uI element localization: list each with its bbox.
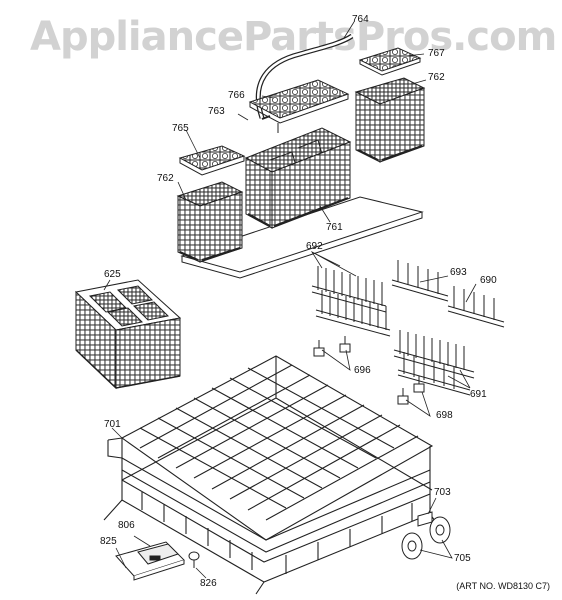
callout-701: 701 (104, 419, 121, 430)
callout-761: 761 (326, 222, 343, 233)
silverware-basket-625 (74, 279, 182, 390)
fastener-826 (188, 551, 200, 568)
callout-696: 696 (354, 365, 371, 376)
nameplate-806-825 (115, 541, 185, 581)
basket-cover-765 (178, 145, 246, 176)
clip-703 (417, 511, 433, 527)
callout-825: 825 (100, 536, 117, 547)
callout-625: 625 (104, 269, 121, 280)
tine-row-692 (311, 266, 391, 337)
callout-690: 690 (480, 275, 497, 286)
basket-762-right (354, 77, 426, 163)
tine-row-690 (447, 286, 505, 328)
callout-762-right: 762 (428, 72, 445, 83)
callout-763: 763 (208, 106, 225, 117)
callout-766: 766 (228, 90, 245, 101)
tine-row-693 (391, 260, 449, 302)
basket-762-left (176, 181, 244, 263)
callout-764: 764 (352, 14, 369, 25)
tine-row-691 (393, 330, 475, 396)
callout-703: 703 (434, 487, 451, 498)
watermark-text: AppliancePartsPros.com (30, 14, 557, 60)
clip-698 (397, 376, 425, 405)
callout-693: 693 (450, 267, 467, 278)
leader-lines (103, 21, 477, 579)
callout-806: 806 (118, 520, 135, 531)
clip-696 (313, 336, 351, 357)
wheel-705 (401, 516, 451, 560)
callout-826: 826 (200, 578, 217, 589)
callout-705: 705 (454, 553, 471, 564)
basket-763-center (244, 127, 352, 229)
basket-cover-766 (248, 79, 350, 133)
callout-698: 698 (436, 410, 453, 421)
callout-762-left: 762 (157, 173, 174, 184)
callout-767: 767 (428, 48, 445, 59)
callout-691: 691 (470, 389, 487, 400)
callout-692: 692 (306, 241, 323, 252)
callout-765: 765 (172, 123, 189, 134)
lower-rack-701 (103, 355, 441, 595)
basket-cover-767 (358, 47, 422, 76)
art-number: (ART NO. WD8130 C7) (456, 581, 550, 591)
